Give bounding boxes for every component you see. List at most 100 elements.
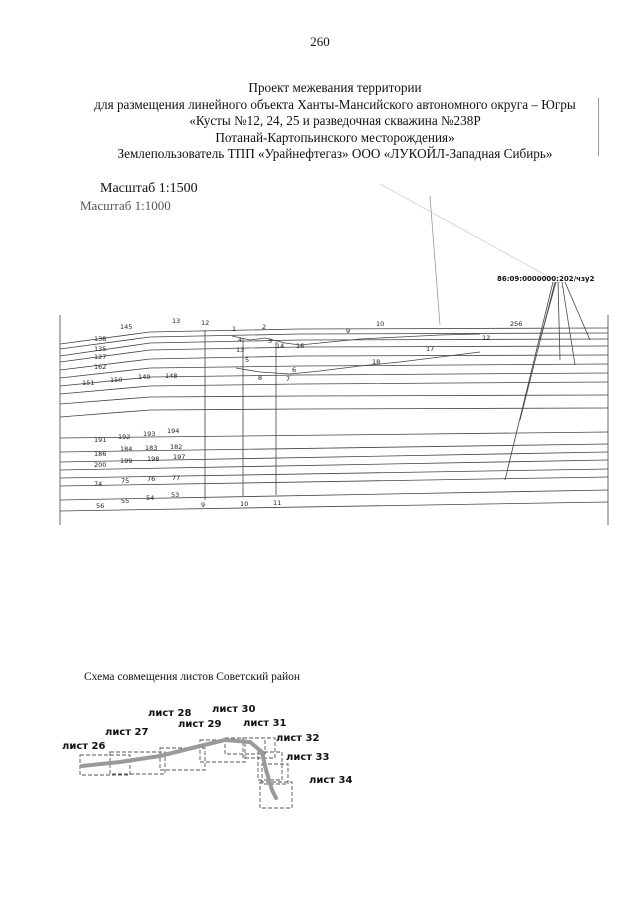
corridor-line (59, 476, 609, 487)
point-label: 186 (94, 450, 106, 458)
sheet-31-frame (242, 737, 276, 759)
point-label: 13 (236, 346, 244, 354)
point-label: 4 (238, 336, 242, 344)
corridor-line (59, 381, 609, 395)
point-label: 150 (110, 376, 122, 384)
sheet-29-frame (199, 739, 246, 763)
point-label: 148 (165, 372, 177, 380)
corridor-line (59, 345, 609, 363)
point-label: 8 (258, 374, 262, 382)
title-line-5: Землепользователь ТПП «Урайнефтегаз» ООО… (117, 146, 553, 161)
leader-line (564, 281, 591, 341)
boundary-line (231, 333, 481, 346)
point-label: 12 (201, 319, 209, 327)
point-label: 53 (171, 491, 179, 499)
point-label: 197 (173, 453, 185, 461)
title-line-3: «Кусты №12, 24, 25 и разведочная скважин… (189, 113, 481, 128)
point-label: 199 (120, 457, 132, 465)
sheet-26-frame (79, 754, 131, 776)
corridor-line (59, 407, 609, 418)
corridor-line (59, 332, 609, 350)
point-label: 54 (146, 494, 154, 502)
title-line-4: Потанай-Картопьинского месторождения» (215, 129, 455, 145)
leader-line (504, 281, 554, 481)
point-label: 1 (232, 325, 236, 333)
route-line (80, 738, 278, 800)
point-label: 7 (286, 375, 290, 383)
point-label: 77 (172, 474, 180, 482)
corridor-line (59, 338, 609, 357)
sheet-28-frame (159, 747, 206, 771)
sheet-33-frame (261, 763, 289, 785)
point-label: 192 (118, 433, 130, 441)
point-label: 12 (482, 334, 490, 342)
leader-line (519, 281, 556, 421)
corridor-line (59, 501, 609, 512)
construction-line (429, 195, 441, 326)
sheet-label: лист 29 (178, 719, 221, 730)
sheet-label: лист 27 (105, 727, 148, 738)
corridor-line (59, 489, 609, 501)
margin-line (598, 98, 599, 156)
point-label: 5 (245, 356, 249, 364)
point-label: 198 (147, 455, 159, 463)
title-line-1: Проект межевания территории (248, 80, 422, 95)
point-label: 55 (121, 497, 129, 505)
point-label: 149 (138, 373, 150, 381)
point-label: 6 (292, 366, 296, 374)
point-label: 56 (96, 502, 104, 510)
corridor-line (59, 363, 609, 379)
point-label: 14 (276, 342, 284, 350)
point-label: 17 (426, 345, 434, 353)
sheet-label: лист 33 (286, 752, 329, 763)
scheme-caption: Схема совмещения листов Советский район (84, 671, 301, 683)
point-label: 193 (143, 430, 155, 438)
title-line-2: для размещения линейного объекта Ханты-М… (94, 96, 576, 112)
page-number: 260 (310, 34, 330, 49)
point-label: 74 (94, 480, 102, 488)
point-label: 76 (147, 475, 155, 483)
sheet-34-frame (259, 781, 293, 809)
sheet-label: лист 26 (62, 741, 105, 752)
point-label: 184 (120, 445, 132, 453)
sheet-label: лист 32 (276, 733, 319, 744)
point-label: 182 (170, 443, 182, 451)
corridor-line (59, 372, 609, 387)
point-label: 256 (510, 320, 522, 328)
point-label: 191 (94, 436, 106, 444)
leader-line (557, 281, 561, 361)
point-label: 10 (240, 500, 248, 508)
sheet-label: лист 30 (212, 704, 255, 715)
corridor-line (59, 394, 609, 405)
sheet-label: лист 34 (309, 775, 352, 786)
leader-line (561, 281, 576, 366)
point-label: 200 (94, 461, 106, 469)
point-label: 10 (376, 320, 384, 328)
point-label: 75 (121, 477, 129, 485)
document-title: Проект межевания территории для размещен… (40, 80, 630, 163)
sheet-label: лист 28 (148, 708, 191, 719)
point-label: 183 (145, 444, 157, 452)
point-labels: 145 13 12 1 2 138 4 3 14 16 9 10 256 12 … (82, 317, 522, 510)
point-label: 135 (94, 345, 106, 353)
point-label: 18 (372, 358, 380, 366)
sheet-label: лист 31 (243, 718, 286, 729)
point-label: 145 (120, 323, 132, 331)
point-label: 151 (82, 379, 94, 387)
cadastral-number: 86:09:0000000:202/чзу2 (497, 275, 595, 283)
corridor-line (59, 327, 609, 345)
point-label: 13 (172, 317, 180, 325)
corridor-line (59, 459, 609, 471)
point-label: 127 (94, 353, 106, 361)
construction-line (379, 183, 561, 284)
corridor-line (59, 468, 609, 479)
corridor-line (59, 443, 609, 453)
sheet-27-frame (109, 751, 166, 775)
point-label: 16 (296, 342, 304, 350)
corridor-line (59, 451, 609, 463)
point-label: 9 (201, 501, 205, 509)
point-label: 162 (94, 363, 106, 371)
point-label: 138 (94, 335, 106, 343)
